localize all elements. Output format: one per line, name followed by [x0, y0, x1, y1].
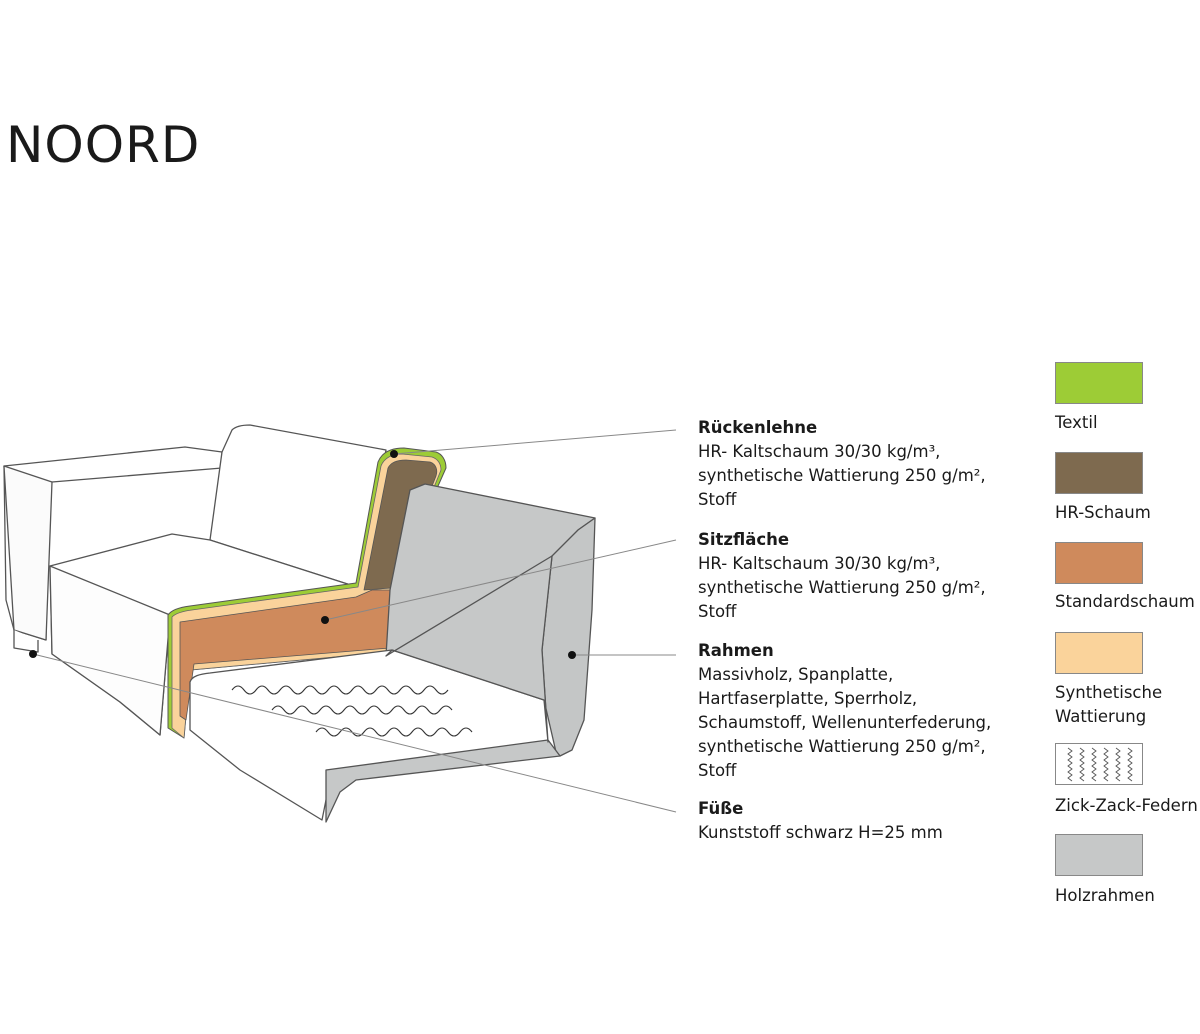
zigzag-spring-icon	[1055, 743, 1143, 785]
leader-dots	[29, 450, 576, 659]
callout-line: Stoff	[698, 761, 737, 780]
leader-back	[393, 429, 677, 455]
callout-line: Stoff	[698, 490, 737, 509]
callout-seat: Sitzfläche HR- Kaltschaum 30/30 kg/m³, s…	[698, 528, 1038, 624]
callout-line: synthetische Wattierung 250 g/m²,	[698, 578, 986, 597]
swatch-synthetische-wattierung	[1055, 632, 1143, 674]
callout-line: synthetische Wattierung 250 g/m²,	[698, 737, 986, 756]
leader-feet	[32, 653, 677, 813]
leader-lines	[32, 429, 677, 813]
sofa-outline	[3, 424, 387, 736]
legend-label: HR-Schaum	[1055, 503, 1151, 522]
dot-seat	[321, 616, 329, 624]
wooden-frame	[189, 483, 596, 823]
callout-line: Schaumstoff, Wellenunterfederung,	[698, 713, 992, 732]
legend-label: Standardschaum	[1055, 592, 1195, 611]
dot-frame	[568, 651, 576, 659]
zigzag-springs	[231, 685, 473, 737]
callout-feet: Füße Kunststoff schwarz H=25 mm	[698, 797, 1038, 845]
callout-heading: Rahmen	[698, 641, 774, 660]
leader-seat	[324, 539, 677, 621]
legend-label: Textil	[1055, 413, 1098, 432]
swatch-hr-schaum	[1055, 452, 1143, 494]
dot-feet	[29, 650, 37, 658]
callout-heading: Füße	[698, 799, 744, 818]
seat-left-face	[49, 565, 171, 736]
cut-section	[167, 447, 447, 739]
dot-back	[390, 450, 398, 458]
callout-frame: Rahmen Massivholz, Spanplatte, Hartfaser…	[698, 639, 1038, 783]
swatch-textil	[1055, 362, 1143, 404]
callout-line: synthetische Wattierung 250 g/m²,	[698, 466, 986, 485]
page-title: NOORD	[6, 116, 201, 174]
callout-line: HR- Kaltschaum 30/30 kg/m³,	[698, 554, 941, 573]
callout-backrest: Rückenlehne HR- Kaltschaum 30/30 kg/m³, …	[698, 416, 1038, 512]
callout-line: Massivholz, Spanplatte,	[698, 665, 894, 684]
spring-row	[271, 705, 453, 715]
swatch-holzrahmen	[1055, 834, 1143, 876]
callout-heading: Sitzfläche	[698, 530, 790, 549]
legend-label: Holzrahmen	[1055, 886, 1155, 905]
armrest-front-face	[3, 465, 53, 641]
legend-label: Zick-Zack-Federn	[1055, 796, 1198, 815]
frame-inner	[385, 555, 553, 743]
callout-heading: Rückenlehne	[698, 418, 818, 437]
callout-line: Stoff	[698, 602, 737, 621]
spring-row	[315, 727, 473, 737]
callout-line: Hartfaserplatte, Sperrholz,	[698, 689, 918, 708]
callout-line: Kunststoff schwarz H=25 mm	[698, 823, 943, 842]
swatch-standardschaum	[1055, 542, 1143, 584]
foot	[13, 630, 39, 653]
legend-label: Synthetische Wattierung	[1055, 683, 1163, 726]
frame-seat-base	[189, 649, 557, 821]
callout-line: HR- Kaltschaum 30/30 kg/m³,	[698, 442, 941, 461]
spring-row	[231, 685, 449, 695]
